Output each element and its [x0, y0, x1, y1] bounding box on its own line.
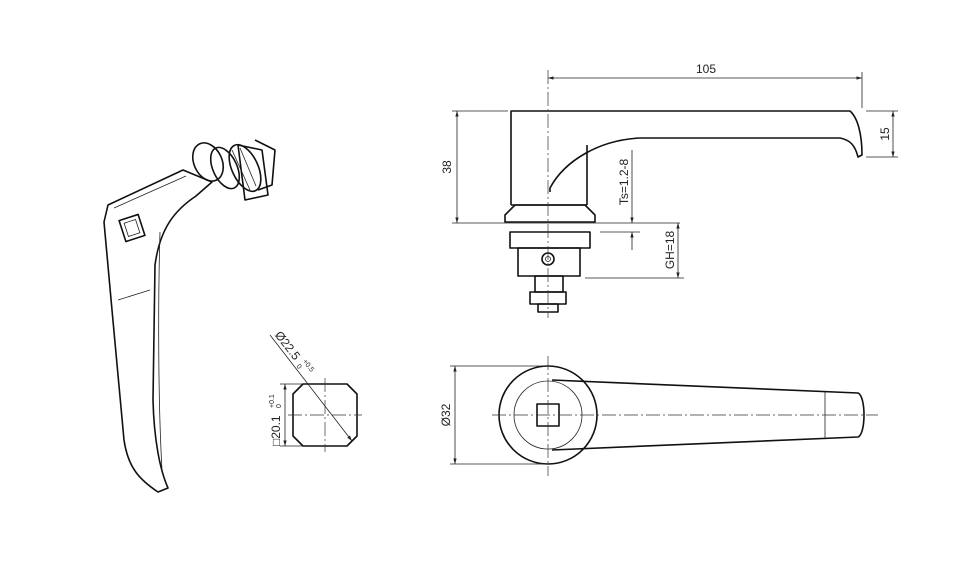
- dim-cutout-square-tol-lower: 0: [276, 404, 283, 408]
- dim-height: 38: [440, 160, 454, 174]
- dim-cutout-square: □20.1: [269, 415, 283, 446]
- dim-length: 105: [696, 62, 716, 76]
- dim-panel-thickness: Ts=1.2-8: [617, 158, 631, 205]
- panel-cutout: Ø22.5 +0.5 0 □20.1 +0.1 0: [269, 328, 362, 452]
- isometric-view: [103, 139, 276, 493]
- side-view: 105 38 15 Ts=1.2-8 GH=18: [440, 62, 898, 318]
- dim-cutout-square-tol-upper: +0.1: [269, 394, 276, 408]
- dim-tip-height: 15: [878, 127, 892, 141]
- dim-bezel-diameter: Ø32: [439, 403, 453, 426]
- dim-cutout-diameter-tol-lower: 0: [295, 363, 303, 370]
- dim-grip-height: GH=18: [663, 230, 677, 269]
- dim-cutout-diameter-tol-upper: +0.5: [301, 358, 315, 373]
- front-view: Ø32: [439, 356, 878, 476]
